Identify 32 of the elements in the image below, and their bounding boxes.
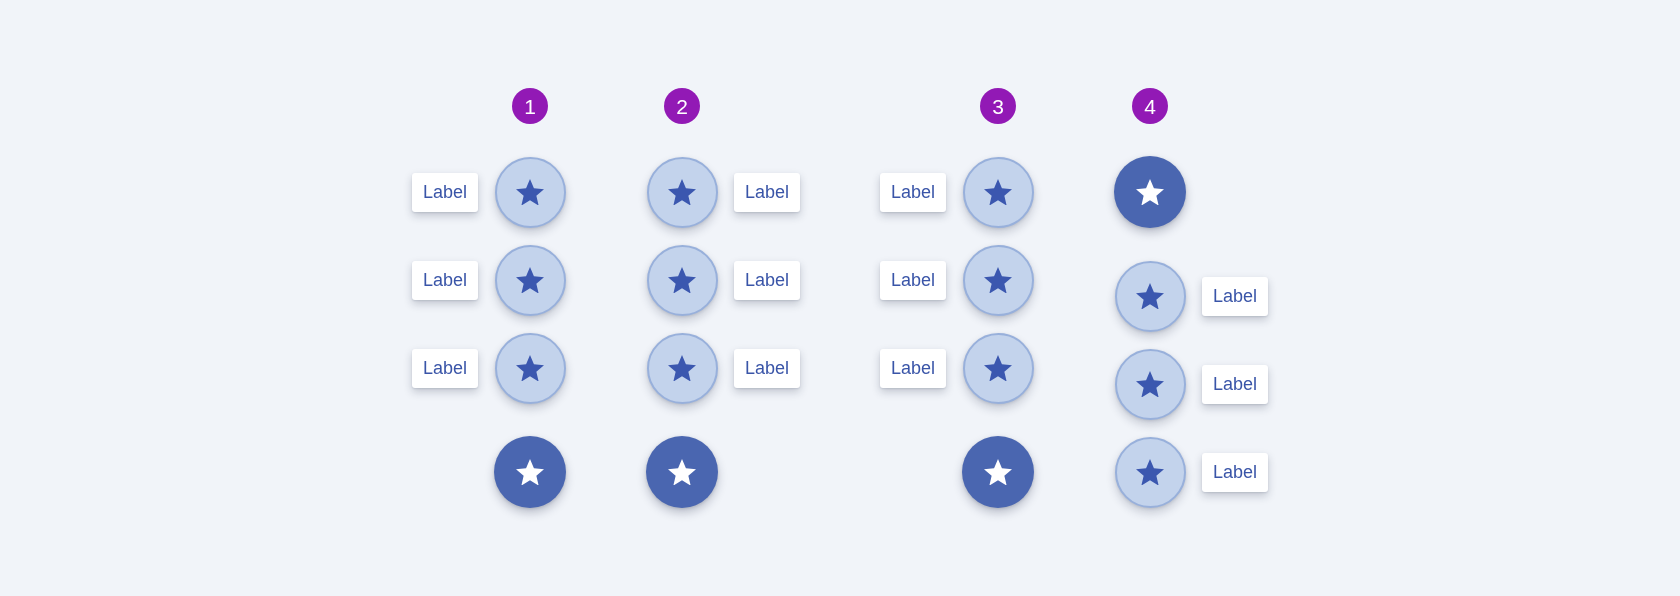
action-label: Label (412, 172, 478, 212)
step-number: 1 (512, 88, 548, 124)
action-label: Label (880, 348, 946, 388)
step-number: 4 (1132, 88, 1168, 124)
mini-action-button (962, 332, 1034, 404)
action-label: Label (412, 348, 478, 388)
mini-action-button (962, 156, 1034, 228)
action-label: Label (734, 348, 800, 388)
action-label: Label (1202, 452, 1268, 492)
action-label: Label (1202, 364, 1268, 404)
action-label: Label (412, 260, 478, 300)
mini-action-button (494, 244, 566, 316)
action-label: Label (734, 260, 800, 300)
action-label: Label (734, 172, 800, 212)
action-label: Label (1202, 276, 1268, 316)
floating-action-button (646, 436, 718, 508)
step-number: 2 (664, 88, 700, 124)
action-label: Label (880, 260, 946, 300)
mini-action-button (646, 244, 718, 316)
floating-action-button (494, 436, 566, 508)
mini-action-button (494, 332, 566, 404)
mini-action-button (494, 156, 566, 228)
mini-action-button (646, 156, 718, 228)
mini-action-button (1114, 348, 1186, 420)
mini-action-button (962, 244, 1034, 316)
mini-action-button (1114, 436, 1186, 508)
mini-action-button (1114, 260, 1186, 332)
step-number: 3 (980, 88, 1016, 124)
action-label: Label (880, 172, 946, 212)
floating-action-button (1114, 156, 1186, 228)
floating-action-button (962, 436, 1034, 508)
mini-action-button (646, 332, 718, 404)
